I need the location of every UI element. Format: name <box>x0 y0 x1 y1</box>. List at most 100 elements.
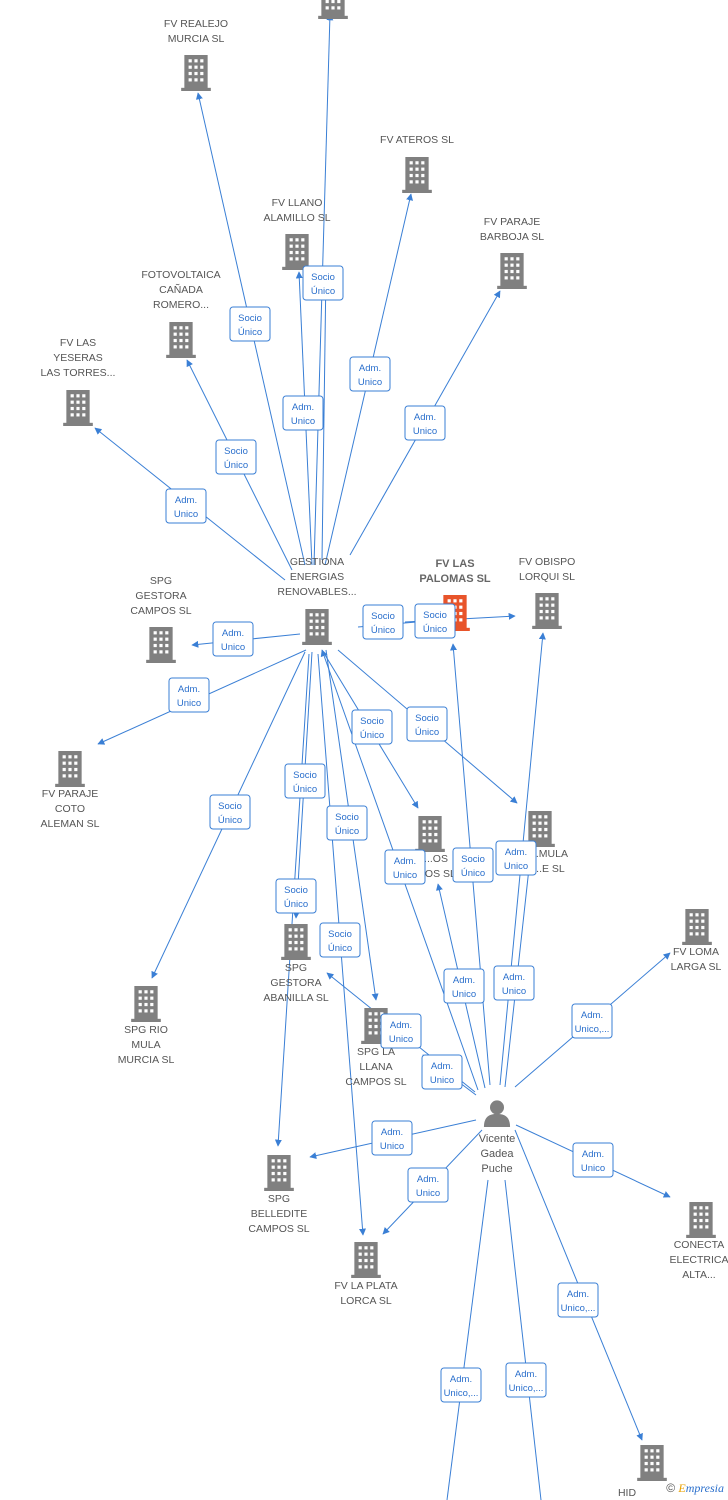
edge-label-box[interactable] <box>404 405 446 441</box>
edge-label-box[interactable] <box>284 763 326 799</box>
edge-label-box[interactable] <box>443 968 485 1004</box>
node-hid[interactable]: HID <box>618 1445 667 1499</box>
node-canada[interactable]: FOTOVOLTAICACAÑADAROMERO... <box>141 269 221 358</box>
building-icon[interactable] <box>402 157 432 193</box>
edge-label-box[interactable] <box>165 488 207 524</box>
building-icon[interactable] <box>302 609 332 645</box>
node-top[interactable] <box>318 0 348 19</box>
edge-label-box[interactable] <box>362 604 404 640</box>
edge-label-box[interactable] <box>505 1362 547 1398</box>
building-icon[interactable] <box>282 234 312 270</box>
edge-label-box[interactable] <box>440 1367 482 1403</box>
edge-label-box[interactable] <box>229 306 271 342</box>
building-icon[interactable] <box>686 1202 716 1238</box>
edge-label-box[interactable] <box>212 621 254 657</box>
building-icon[interactable] <box>415 816 445 852</box>
edge-label-vicente-to-hidden1[interactable]: Adm.Unico <box>493 965 535 1001</box>
edge-label-box[interactable] <box>384 849 426 885</box>
building-icon[interactable] <box>55 751 85 787</box>
edge-label-box[interactable] <box>571 1003 613 1039</box>
edge-label-box[interactable] <box>495 840 537 876</box>
edge-label-box[interactable] <box>407 1167 449 1203</box>
building-icon[interactable] <box>532 593 562 629</box>
edge-label-vicente-to-belledite[interactable]: Adm.Unico <box>407 1167 449 1203</box>
edge-label-vicente-to-hidden2[interactable]: Adm.Unico <box>384 849 426 885</box>
edge-label-box[interactable] <box>493 965 535 1001</box>
node-hidden2[interactable]: ...MULA...E SL <box>525 811 568 875</box>
edge-label-box[interactable] <box>452 847 494 883</box>
edge-label-vicente-to-off1[interactable]: Adm.Unico,... <box>505 1362 547 1398</box>
edge-label-box[interactable] <box>349 356 391 392</box>
edge-label-gestiona-to-llano[interactable]: Adm.Unico <box>282 395 324 431</box>
building-icon[interactable] <box>131 986 161 1022</box>
edge-label-gestiona-to-gestora_campos[interactable]: Adm.Unico <box>212 621 254 657</box>
building-icon[interactable] <box>318 0 348 19</box>
edge-label-box[interactable] <box>351 709 393 745</box>
building-icon[interactable] <box>264 1155 294 1191</box>
edge-label-vicente-to-hid[interactable]: Adm.Unico,... <box>440 1367 482 1403</box>
edge-label-vicente-to-loma[interactable]: Adm.Unico <box>380 1013 422 1049</box>
edge-label-gestiona-to-yeseras[interactable]: Adm.Unico <box>165 488 207 524</box>
edge-label-vicente-to-plata[interactable]: Adm.Unico <box>572 1142 614 1178</box>
edge-label-box[interactable] <box>302 265 344 301</box>
building-icon[interactable] <box>166 322 196 358</box>
building-icon[interactable] <box>497 253 527 289</box>
edge-label-box[interactable] <box>215 439 257 475</box>
edge-label-box[interactable] <box>326 805 368 841</box>
building-icon[interactable] <box>351 1242 381 1278</box>
edge-label-box[interactable] <box>406 706 448 742</box>
edge-label-vicente-to-obispo[interactable]: Adm.Unico <box>443 968 485 1004</box>
building-icon[interactable] <box>146 627 176 663</box>
edge-label-vicente-to-conecta[interactable]: Adm.Unico,... <box>557 1282 599 1318</box>
person-icon[interactable] <box>483 1100 511 1127</box>
edge-label-box[interactable] <box>557 1282 599 1318</box>
edge-label-box[interactable] <box>380 1013 422 1049</box>
edge-label-gestiona-to-coto[interactable]: Adm.Unico <box>168 677 210 713</box>
building-icon[interactable] <box>682 909 712 945</box>
building-icon[interactable] <box>63 390 93 426</box>
node-conecta[interactable]: CONECTAELECTRICAALTA... <box>670 1202 728 1281</box>
edge-label-box[interactable] <box>421 1054 463 1090</box>
node-ateros[interactable]: FV ATEROS SL <box>380 134 454 193</box>
building-icon[interactable] <box>281 924 311 960</box>
building-icon[interactable] <box>181 55 211 91</box>
edge-label-box[interactable] <box>168 677 210 713</box>
building-icon[interactable] <box>637 1445 667 1481</box>
edge-label-box[interactable] <box>572 1142 614 1178</box>
brand-logo[interactable]: Empresia <box>678 1481 724 1495</box>
edge-label-box[interactable] <box>275 878 317 914</box>
node-gestiona[interactable]: GESTIONAENERGIASRENOVABLES... <box>277 556 357 645</box>
edge-label-vicente-to-gestiona[interactable]: Adm.Unico,... <box>571 1003 613 1039</box>
edge-label-box[interactable] <box>319 922 361 958</box>
edge-label-vicente-to-abanilla[interactable]: Adm.Unico <box>421 1054 463 1090</box>
edge-label-vicente-to-palomas[interactable]: Adm.Unico <box>495 840 537 876</box>
edge-label-gestiona-to-barboja[interactable]: Adm.Unico <box>404 405 446 441</box>
